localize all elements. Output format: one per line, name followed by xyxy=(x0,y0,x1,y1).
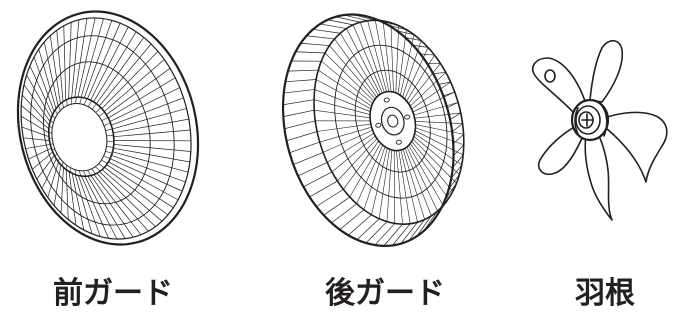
fan-blade-icon xyxy=(532,39,668,221)
fan-blade-label: 羽根 xyxy=(575,276,635,311)
rear-guard-figure xyxy=(278,0,488,260)
fan-blade-figure xyxy=(518,0,684,240)
rear-guard-icon xyxy=(281,13,465,247)
front-guard-label: 前ガード xyxy=(53,276,173,311)
front-guard-figure xyxy=(0,0,230,260)
rear-guard-label: 後ガード xyxy=(325,276,445,311)
front-guard-icon xyxy=(16,10,200,246)
